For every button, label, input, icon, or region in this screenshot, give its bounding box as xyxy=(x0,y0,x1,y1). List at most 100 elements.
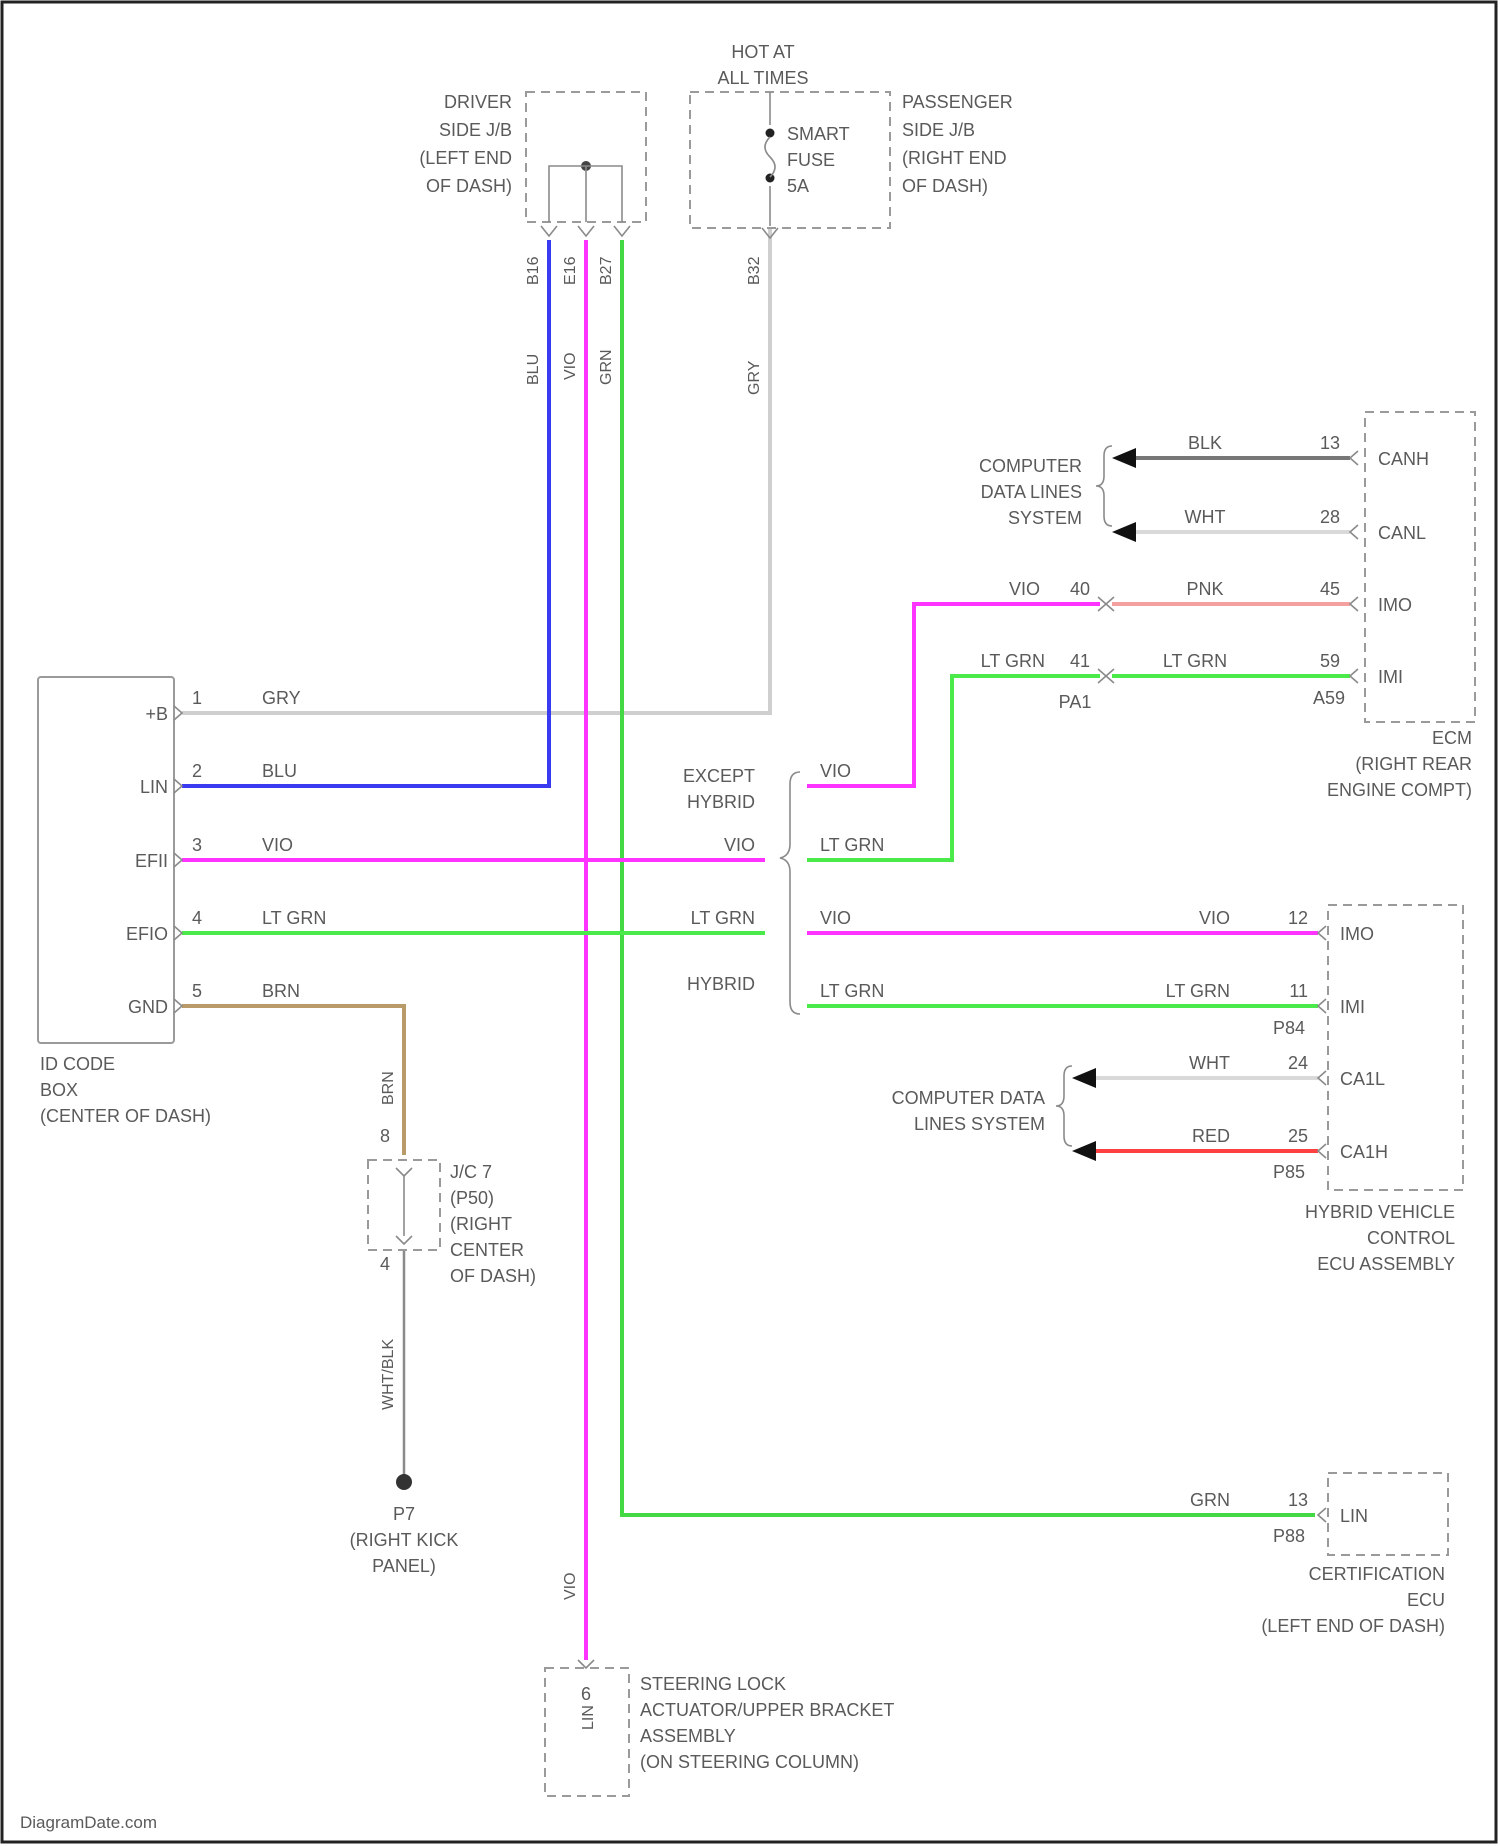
ecm-label-2: (RIGHT REAR xyxy=(1355,754,1472,774)
driver-jb-pin-e16: E16 xyxy=(562,256,579,285)
fuse-terminal-top xyxy=(766,129,775,138)
steering-pin: 6 xyxy=(581,1684,591,1704)
hot-label-1: HOT AT xyxy=(731,42,794,62)
ecm-wire-blk: BLK xyxy=(1188,433,1222,453)
wire-label-brn: BRN xyxy=(380,1071,397,1105)
steering-label-4: (ON STEERING COLUMN) xyxy=(640,1752,859,1772)
steering-pin-name: LIN xyxy=(580,1705,597,1730)
jc7-label-3: (RIGHT xyxy=(450,1214,512,1234)
cert-pin-lin: LIN xyxy=(1340,1506,1368,1526)
driver-jb-label-1: DRIVER xyxy=(444,92,512,112)
hv-wire-ltgrn: LT GRN xyxy=(1166,981,1230,1001)
hv-label-1: HYBRID VEHICLE xyxy=(1305,1202,1455,1222)
svg-text:EFII: EFII xyxy=(135,851,168,871)
passenger-jb-label-1: PASSENGER xyxy=(902,92,1013,112)
hv-label-3: ECU ASSEMBLY xyxy=(1317,1254,1455,1274)
svg-text:LIN: LIN xyxy=(140,777,168,797)
hv-wire-vio: VIO xyxy=(1199,908,1230,928)
passenger-jb-label-4: OF DASH) xyxy=(902,176,988,196)
hv-label-2: CONTROL xyxy=(1367,1228,1455,1248)
hv-num-12: 12 xyxy=(1288,908,1308,928)
driver-jb-label-2: SIDE J/B xyxy=(439,120,512,140)
jc7-pin-top: 8 xyxy=(380,1126,390,1146)
hv-pin-ca1l: CA1L xyxy=(1340,1069,1385,1089)
ecm-num-13: 13 xyxy=(1320,433,1340,453)
arrow-canl-icon xyxy=(1112,522,1136,542)
wire-label-grn: GRN xyxy=(598,349,615,385)
id-box-label-2: BOX xyxy=(40,1080,78,1100)
hv-data-brace xyxy=(1056,1066,1072,1146)
hv-conn-p85: P85 xyxy=(1273,1162,1305,1182)
except-hybrid-2: HYBRID xyxy=(687,792,755,812)
ecm-label-1: ECM xyxy=(1432,728,1472,748)
passenger-jb-pin: B32 xyxy=(746,256,763,285)
cert-wire-grn: GRN xyxy=(1190,1490,1230,1510)
hv-num-24: 24 xyxy=(1288,1053,1308,1073)
passenger-jb-label-3: (RIGHT END xyxy=(902,148,1007,168)
fuse-label-3: 5A xyxy=(787,176,809,196)
ecm-pin-imo: IMO xyxy=(1378,595,1412,615)
id-pin-1: +B 1 GRY xyxy=(145,688,300,724)
driver-jb-pin-b16: B16 xyxy=(525,256,542,285)
ecm-num-59: 59 xyxy=(1320,651,1340,671)
hv-num-11: 11 xyxy=(1289,981,1308,1001)
ground-label-1: P7 xyxy=(393,1504,415,1524)
junction-pa1: 40 41 VIO LT GRN PA1 xyxy=(981,579,1114,712)
passenger-jb-label-2: SIDE J/B xyxy=(902,120,975,140)
pa1-label: PA1 xyxy=(1059,692,1092,712)
svg-text:5: 5 xyxy=(192,981,202,1001)
ecm-pin-canl: CANL xyxy=(1378,523,1426,543)
svg-text:GND: GND xyxy=(128,997,168,1017)
branch-ltgrn-ex: LT GRN xyxy=(820,835,884,855)
hot-label-2: ALL TIMES xyxy=(717,68,808,88)
jc7-label-1: J/C 7 xyxy=(450,1162,492,1182)
except-hybrid-1: EXCEPT xyxy=(683,766,755,786)
wire-label-blu: BLU xyxy=(525,354,542,385)
hv-pin-imo: IMO xyxy=(1340,924,1374,944)
driver-jb-pin-b27: B27 xyxy=(598,256,615,285)
wire-label-vio-low: VIO xyxy=(562,1572,579,1600)
hv-num-25: 25 xyxy=(1288,1126,1308,1146)
branch-brace xyxy=(780,772,800,1014)
svg-text:3: 3 xyxy=(192,835,202,855)
jc7-label-5: OF DASH) xyxy=(450,1266,536,1286)
fuse-label-2: FUSE xyxy=(787,150,835,170)
jc7-pin-bottom: 4 xyxy=(380,1254,390,1274)
id-pin-3: EFII 3 VIO xyxy=(135,835,293,871)
hv-wire-red: RED xyxy=(1192,1126,1230,1146)
hv-pin-ca1h: CA1H xyxy=(1340,1142,1388,1162)
branch-ltgrn-hy: LT GRN xyxy=(820,981,884,1001)
pa1-pin-41: 41 xyxy=(1070,651,1090,671)
fuse-terminal-bottom xyxy=(766,174,775,183)
svg-text:BRN: BRN xyxy=(262,981,300,1001)
svg-text:LT GRN: LT GRN xyxy=(262,908,326,928)
hybrid-ecu: IMO IMI CA1L CA1H 12 11 24 25 VIO LT GRN… xyxy=(892,905,1463,1274)
jc7-label-2: (P50) xyxy=(450,1188,494,1208)
hv-conn-p84: P84 xyxy=(1273,1018,1305,1038)
branch-selector: EXCEPT HYBRID HYBRID VIO LT GRN VIO LT G… xyxy=(683,761,884,1014)
wire-blu xyxy=(182,240,549,786)
steering-label-1: STEERING LOCK xyxy=(640,1674,786,1694)
svg-text:+B: +B xyxy=(145,704,168,724)
cert-label-3: (LEFT END OF DASH) xyxy=(1261,1616,1445,1636)
wire-grn-cert xyxy=(622,240,1315,1515)
ecm-data-lines-2: DATA LINES xyxy=(981,482,1082,502)
ground-label-3: PANEL) xyxy=(372,1556,436,1576)
branch-vio-ex: VIO xyxy=(820,761,851,781)
ecm-wire-wht: WHT xyxy=(1185,507,1226,527)
ecm-pin-imi: IMI xyxy=(1378,667,1403,687)
svg-text:1: 1 xyxy=(192,688,202,708)
id-box-label-3: (CENTER OF DASH) xyxy=(40,1106,211,1126)
ecm-wire-pnk: PNK xyxy=(1186,579,1223,599)
id-pin-5: GND 5 BRN xyxy=(128,981,300,1017)
ecm-wire-ltgrn: LT GRN xyxy=(1163,651,1227,671)
arrow-canh-icon xyxy=(1112,448,1136,468)
steering-label-2: ACTUATOR/UPPER BRACKET xyxy=(640,1700,894,1720)
ground-p7: P7 (RIGHT KICK PANEL) xyxy=(350,1504,459,1576)
arrow-ca1l-icon xyxy=(1072,1068,1096,1088)
ecm-data-lines-1: COMPUTER xyxy=(979,456,1082,476)
ecm-num-28: 28 xyxy=(1320,507,1340,527)
passenger-jb: HOT AT ALL TIMES SMART FUSE 5A PASSENGER… xyxy=(690,42,1013,285)
hybrid-label: HYBRID xyxy=(687,974,755,994)
jc7-label-4: CENTER xyxy=(450,1240,524,1260)
